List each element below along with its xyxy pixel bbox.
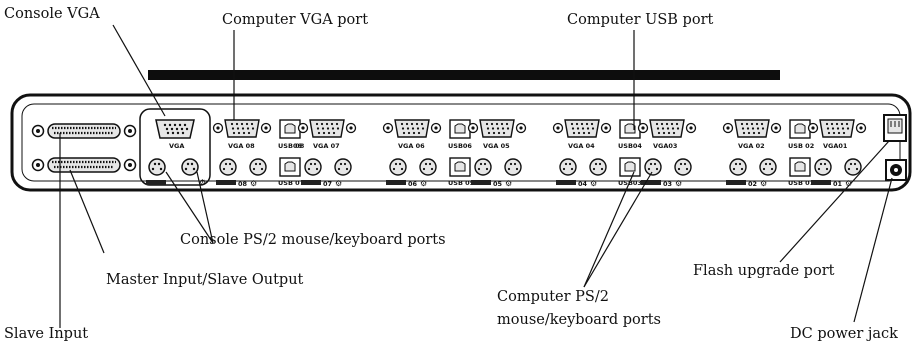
computer-usb-label: USB03 [618, 179, 642, 187]
computer-port-group: VGA01 01⚙ [807, 119, 867, 188]
computer-usb-port: USB03 [618, 157, 642, 187]
callout-console-vga: Console VGA [4, 6, 100, 22]
dc-power-jack [885, 159, 907, 181]
computer-ps2-ports: 02⚙ [726, 158, 777, 188]
computer-usb-port: USB 05 [448, 157, 475, 187]
callout-flash-upgrade-port: Flash upgrade port [693, 263, 835, 279]
computer-vga-label: VGA 05 [483, 142, 510, 150]
computer-ps2-ports: 08⚙ [216, 158, 267, 188]
computer-usb-label: USB 08 [278, 142, 305, 150]
computer-usb-port: USB 01 [788, 157, 815, 187]
computer-port-group: VGA 08 USB 08 USB 07 08⚙ [212, 119, 305, 188]
computer-vga-label: VGA 06 [398, 142, 425, 150]
computer-vga-port: VGA 07 [297, 119, 357, 150]
callout-computer-usb-port: Computer USB port [567, 12, 714, 28]
computer-ps2-ports: 03⚙ [641, 158, 692, 188]
computer-vga-port: VGA 02 [722, 119, 782, 150]
computer-vga-label: VGA 02 [738, 142, 765, 150]
computer-vga-port: VGA 06 [382, 119, 442, 150]
svg-text:⚙: ⚙ [199, 178, 206, 187]
callout-computer-ps2-line2: mouse/keyboard ports [497, 312, 661, 328]
computer-vga-port: VGA03 [637, 119, 697, 150]
callout-computer-ps2-line1: Computer PS/2 [497, 289, 609, 305]
computer-ps2-ports: 01⚙ [811, 158, 862, 188]
slave-input-port [31, 157, 137, 173]
computer-vga-label: VGA01 [823, 142, 848, 150]
computer-port-group: VGA 07 06 07⚙ [293, 119, 357, 188]
gear-icon: ⚙ [845, 179, 852, 188]
computer-usb-label: USB 07 [278, 179, 304, 187]
console-vga-label: VGA [169, 142, 184, 150]
flash-upgrade-port [883, 114, 907, 142]
computer-usb-label: USB04 [618, 142, 642, 150]
computer-ps2-label: 02 [748, 180, 757, 188]
computer-vga-label: VGA 08 [228, 142, 255, 150]
computer-usb-label: USB 05 [448, 179, 475, 187]
computer-ps2-label: 05 [493, 180, 503, 188]
computer-vga-label: VGA03 [653, 142, 677, 150]
computer-usb-port: USB 07 [278, 157, 304, 187]
computer-vga-port: VGA 08 [212, 119, 272, 150]
computer-ps2-label: 08 [238, 180, 248, 188]
computer-ps2-ports: 06⚙ [386, 158, 437, 188]
gear-icon: ⚙ [675, 179, 682, 188]
computer-port-group: VGA 02 USB 02 USB 01 02⚙ [722, 119, 815, 188]
computer-ps2-ports: 04⚙ [556, 158, 607, 188]
computer-ps2-label: 01 [833, 180, 843, 188]
computer-port-group: VGA 05 05⚙ [467, 119, 527, 188]
callout-console-ps2-ports: Console PS/2 mouse/keyboard ports [180, 232, 446, 248]
rear-panel-inner [21, 103, 901, 182]
console-vga-port: VGA [155, 119, 195, 150]
computer-usb-label: USB06 [448, 142, 472, 150]
gear-icon: ⚙ [335, 179, 342, 188]
computer-usb-port: USB06 [448, 119, 472, 150]
callout-master-input-slave-output: Master Input/Slave Output [106, 272, 304, 288]
gear-icon: ⚙ [250, 179, 257, 188]
computer-usb-label: 06 [293, 142, 303, 150]
callout-computer-vga-port: Computer VGA port [222, 12, 369, 28]
gear-icon: ⚙ [420, 179, 427, 188]
computer-usb-label: USB 02 [788, 142, 814, 150]
computer-ps2-label: 07 [323, 180, 332, 188]
master-input-port [31, 123, 137, 139]
computer-ps2-label: 04 [578, 180, 588, 188]
console-ps2-ports: ⚙ [146, 158, 206, 187]
computer-ps2-label: 03 [663, 180, 672, 188]
computer-vga-port: VGA01 [807, 119, 867, 150]
computer-ps2-ports: 07⚙ [301, 158, 352, 188]
leader-lines [59, 24, 893, 328]
gear-icon: ⚙ [760, 179, 767, 188]
computer-vga-label: VGA 04 [568, 142, 595, 150]
callout-dc-power-jack: DC power jack [790, 326, 898, 342]
computer-ps2-ports: 05⚙ [471, 158, 522, 188]
callout-slave-input: Slave Input [4, 326, 89, 342]
computer-ps2-label: 06 [408, 180, 418, 188]
computer-usb-port: USB04 [618, 119, 642, 150]
computer-vga-label: VGA 07 [313, 142, 340, 150]
gear-icon: ⚙ [505, 179, 512, 188]
computer-port-group: VGA03 03⚙ [637, 119, 697, 188]
computer-vga-port: VGA 05 [467, 119, 527, 150]
top-bar [148, 70, 780, 80]
computer-vga-port: VGA 04 [552, 119, 612, 150]
computer-usb-label: USB 01 [788, 179, 815, 187]
gear-icon: ⚙ [590, 179, 597, 188]
